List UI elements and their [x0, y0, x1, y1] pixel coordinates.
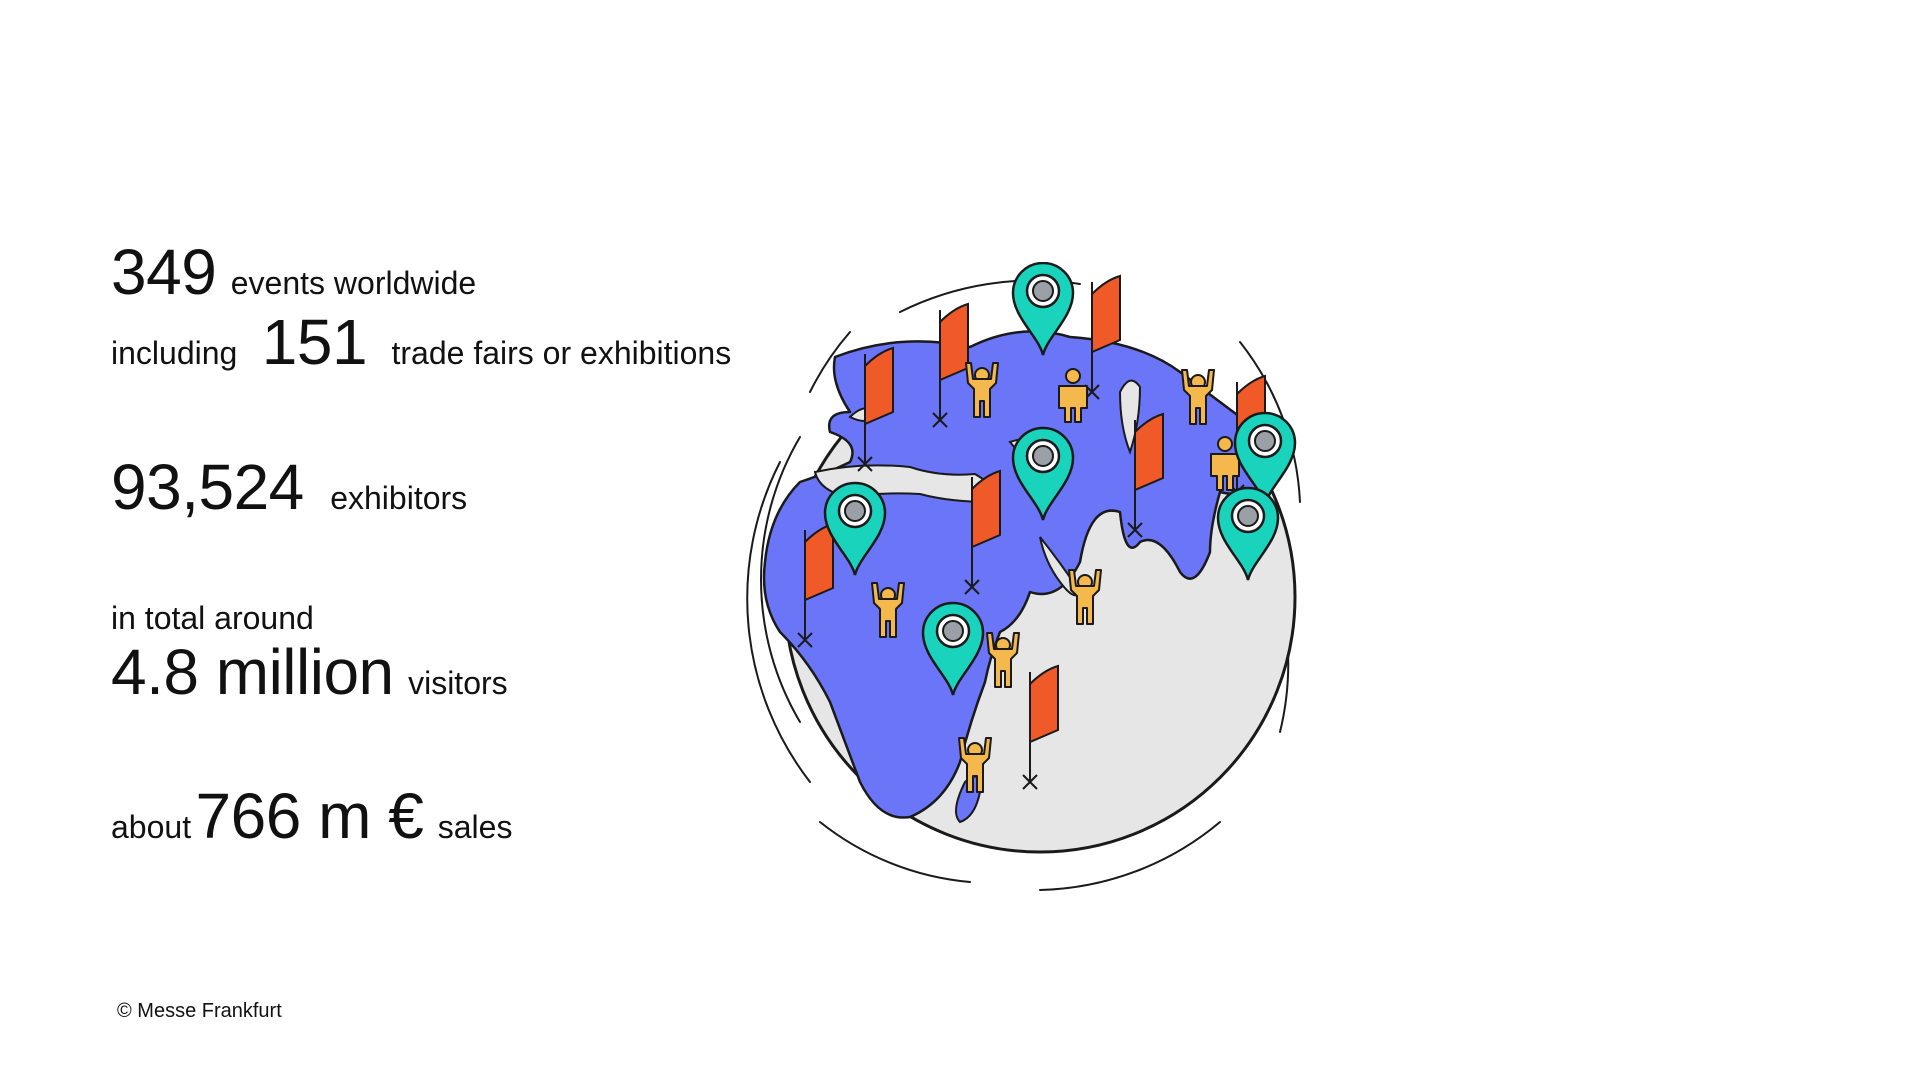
sales-stat: about 766 m € sales — [111, 784, 512, 848]
exhibitors-number: 93,524 — [111, 451, 304, 523]
events-label: events worldwide — [230, 265, 477, 301]
copyright: © Messe Frankfurt — [117, 1000, 282, 1022]
trade-fairs-label: trade fairs or exhibitions — [391, 335, 732, 371]
visitors-prefix-line: in total around — [111, 602, 314, 634]
visitors-stat: 4.8 million visitors — [111, 640, 508, 704]
sales-label: sales — [437, 809, 513, 845]
events-number: 349 — [111, 236, 217, 308]
sales-number: 766 m € — [195, 780, 424, 852]
exhibitors-stat: 93,524 exhibitors — [111, 455, 467, 519]
globe-illustration — [746, 262, 1301, 891]
visitors-number: 4.8 million — [111, 636, 394, 708]
visitors-label: visitors — [408, 665, 508, 701]
visitors-prefix: in total around — [111, 600, 314, 636]
sales-prefix: about — [111, 809, 192, 845]
exhibitors-label: exhibitors — [330, 480, 468, 516]
trade-fairs-stat: including 151 trade fairs or exhibitions — [111, 310, 731, 374]
events-stat: 349 events worldwide — [111, 240, 476, 304]
trade-fairs-number: 151 — [261, 306, 368, 378]
trade-fairs-prefix: including — [111, 335, 238, 371]
